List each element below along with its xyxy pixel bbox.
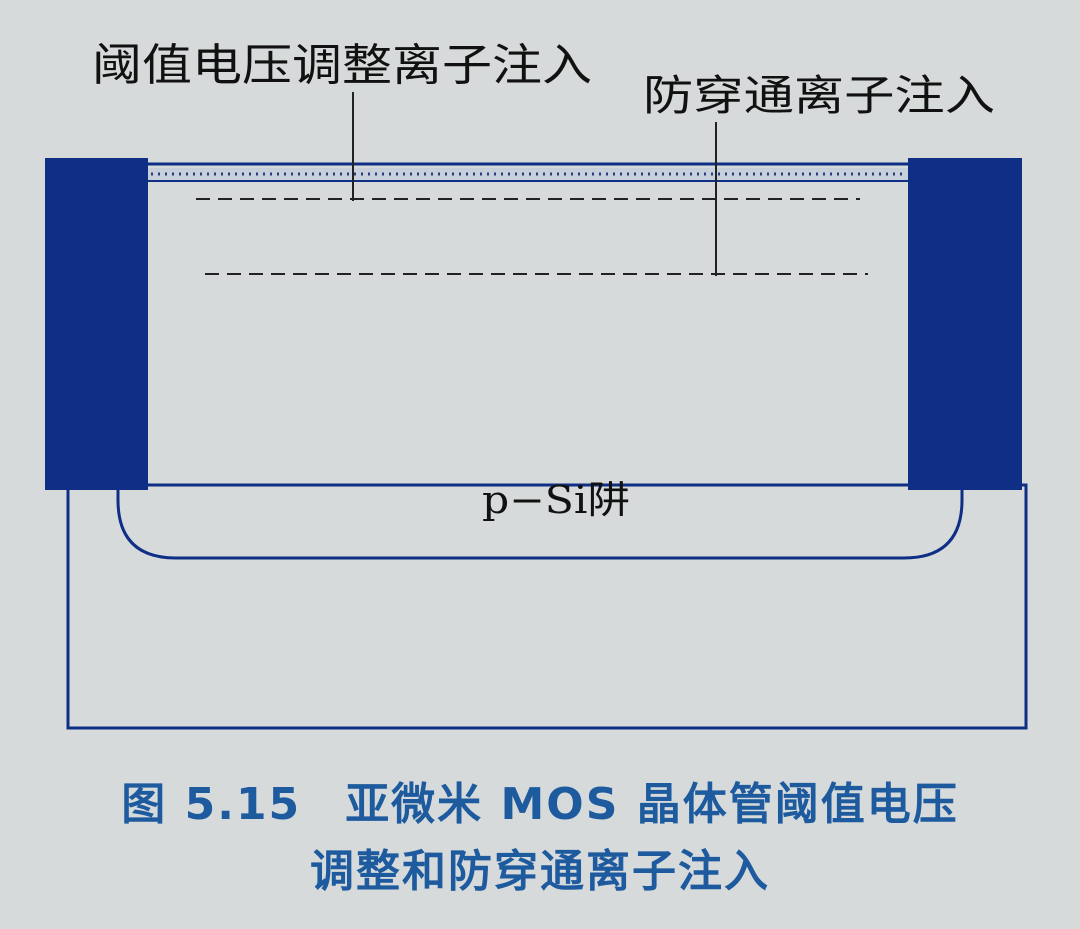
figure-caption-line2: 调整和防穿通离子注入 xyxy=(0,835,1080,899)
right-isolation-block xyxy=(908,158,1022,490)
substrate-outline xyxy=(66,483,1028,730)
figure-caption-line1: 图 5.15 亚微米 MOS 晶体管阈值电压 xyxy=(0,768,1080,832)
p-si-well-outline xyxy=(116,485,964,560)
left-isolation-block xyxy=(45,158,148,490)
figure-title-line2: 调整和防穿通离子注入 xyxy=(310,846,770,897)
threshold-implant-label: 阈值电压调整离子注入 xyxy=(92,40,592,91)
punchthrough-implant-label: 防穿通离子注入 xyxy=(643,71,995,120)
p-si-well-label: p−Si阱 xyxy=(482,478,630,522)
figure-title-line1: 亚微米 MOS 晶体管阈值电压 xyxy=(345,779,959,830)
figure-number: 图 5.15 xyxy=(121,779,302,830)
